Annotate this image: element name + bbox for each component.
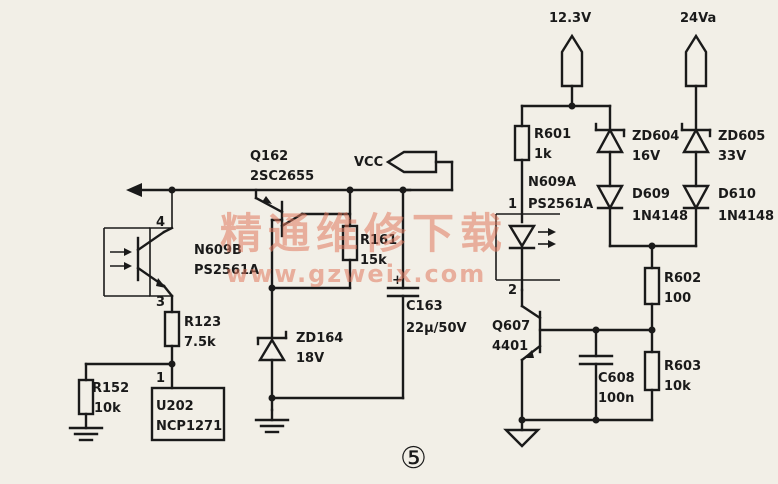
diode-d609 xyxy=(595,184,625,248)
label-pin4: 4 xyxy=(156,215,165,230)
label-zd605-ref: ZD605 xyxy=(718,129,765,144)
label-zd605-val: 33V xyxy=(718,149,746,164)
label-vcc: VCC xyxy=(354,155,383,170)
label-n609a-ref: N609A xyxy=(528,175,576,190)
label-n609a-part: PS2561A xyxy=(528,197,593,212)
resistor-r123 xyxy=(163,294,181,390)
label-c163-val: 22μ/50V xyxy=(406,321,467,336)
ground-right xyxy=(503,416,654,448)
label-zd604-val: 16V xyxy=(632,149,660,164)
resistor-r603 xyxy=(643,350,661,422)
arrow-left-icon xyxy=(126,183,142,197)
watermark-title: 精通维修下载 xyxy=(220,209,508,258)
label-zd164-val: 18V xyxy=(296,351,324,366)
label-q607-part: 4401 xyxy=(492,339,528,354)
label-r602-val: 100 xyxy=(664,291,691,306)
resistor-r602 xyxy=(643,266,661,354)
label-d609-ref: D609 xyxy=(632,187,670,202)
zener-zd604 xyxy=(594,104,626,188)
label-r123-ref: R123 xyxy=(184,315,221,330)
label-u202-part: NCP1271 xyxy=(156,419,222,434)
label-q162-ref: Q162 xyxy=(250,149,288,164)
label-r161-ref: R161 xyxy=(360,233,397,248)
label-zd164-ref: ZD164 xyxy=(296,331,343,346)
label-q607-ref: Q607 xyxy=(492,319,530,334)
resistor-r152 xyxy=(68,362,174,442)
label-r603-ref: R603 xyxy=(664,359,701,374)
optocoupler-n609b xyxy=(103,190,174,305)
label-rail-12v: 12.3V xyxy=(549,11,591,26)
zener-zd164 xyxy=(254,286,290,434)
label-q162-part: 2SC2655 xyxy=(250,169,314,184)
label-r601-val: 1k xyxy=(534,147,552,162)
label-c608-val: 100n xyxy=(598,391,634,406)
label-r152-val: 10k xyxy=(94,401,121,416)
vcc-flag xyxy=(385,150,454,192)
label-d610-ref: D610 xyxy=(718,187,756,202)
label-n609a-pin2: 2 xyxy=(508,283,517,298)
label-c608-ref: C608 xyxy=(598,371,635,386)
label-r603-val: 10k xyxy=(664,379,691,394)
label-u202-pin1: 1 xyxy=(156,371,165,386)
label-rail-24v: 24Va xyxy=(680,11,716,26)
label-r152-ref: R152 xyxy=(92,381,129,396)
figure-number: ⑤ xyxy=(400,441,427,476)
rail-12v-flag xyxy=(520,33,612,110)
output-line xyxy=(126,183,412,197)
label-pin3: 3 xyxy=(156,295,165,310)
label-d609-part: 1N4148 xyxy=(632,209,688,224)
zener-zd605 xyxy=(680,122,712,188)
resistor-r601 xyxy=(513,104,531,224)
label-n609a-pin1: 1 xyxy=(508,197,517,212)
label-r161-val: 15k xyxy=(360,253,387,268)
label-c163-ref: C163 xyxy=(406,299,443,314)
diode-junction xyxy=(608,242,698,270)
resistor-r161 xyxy=(268,188,359,292)
label-n609b-part: PS2561A xyxy=(194,263,259,278)
svg-text:+: + xyxy=(392,273,403,288)
watermark-url: www.gzweix.com xyxy=(226,260,486,288)
label-d610-part: 1N4148 xyxy=(718,209,774,224)
optocoupler-n609a xyxy=(495,213,560,292)
label-r601-ref: R601 xyxy=(534,127,571,142)
label-r123-val: 7.5k xyxy=(184,335,216,350)
capacitor-c163: + xyxy=(270,188,420,400)
transistor-q162 xyxy=(254,188,352,290)
ic-u202 xyxy=(150,386,226,442)
label-u202-ref: U202 xyxy=(156,399,194,414)
label-zd604-ref: ZD604 xyxy=(632,129,679,144)
rail-24v-flag xyxy=(684,33,708,130)
label-r602-ref: R602 xyxy=(664,271,701,286)
label-n609b-ref: N609B xyxy=(194,243,242,258)
capacitor-c608 xyxy=(578,328,614,422)
diode-d610 xyxy=(681,184,711,248)
